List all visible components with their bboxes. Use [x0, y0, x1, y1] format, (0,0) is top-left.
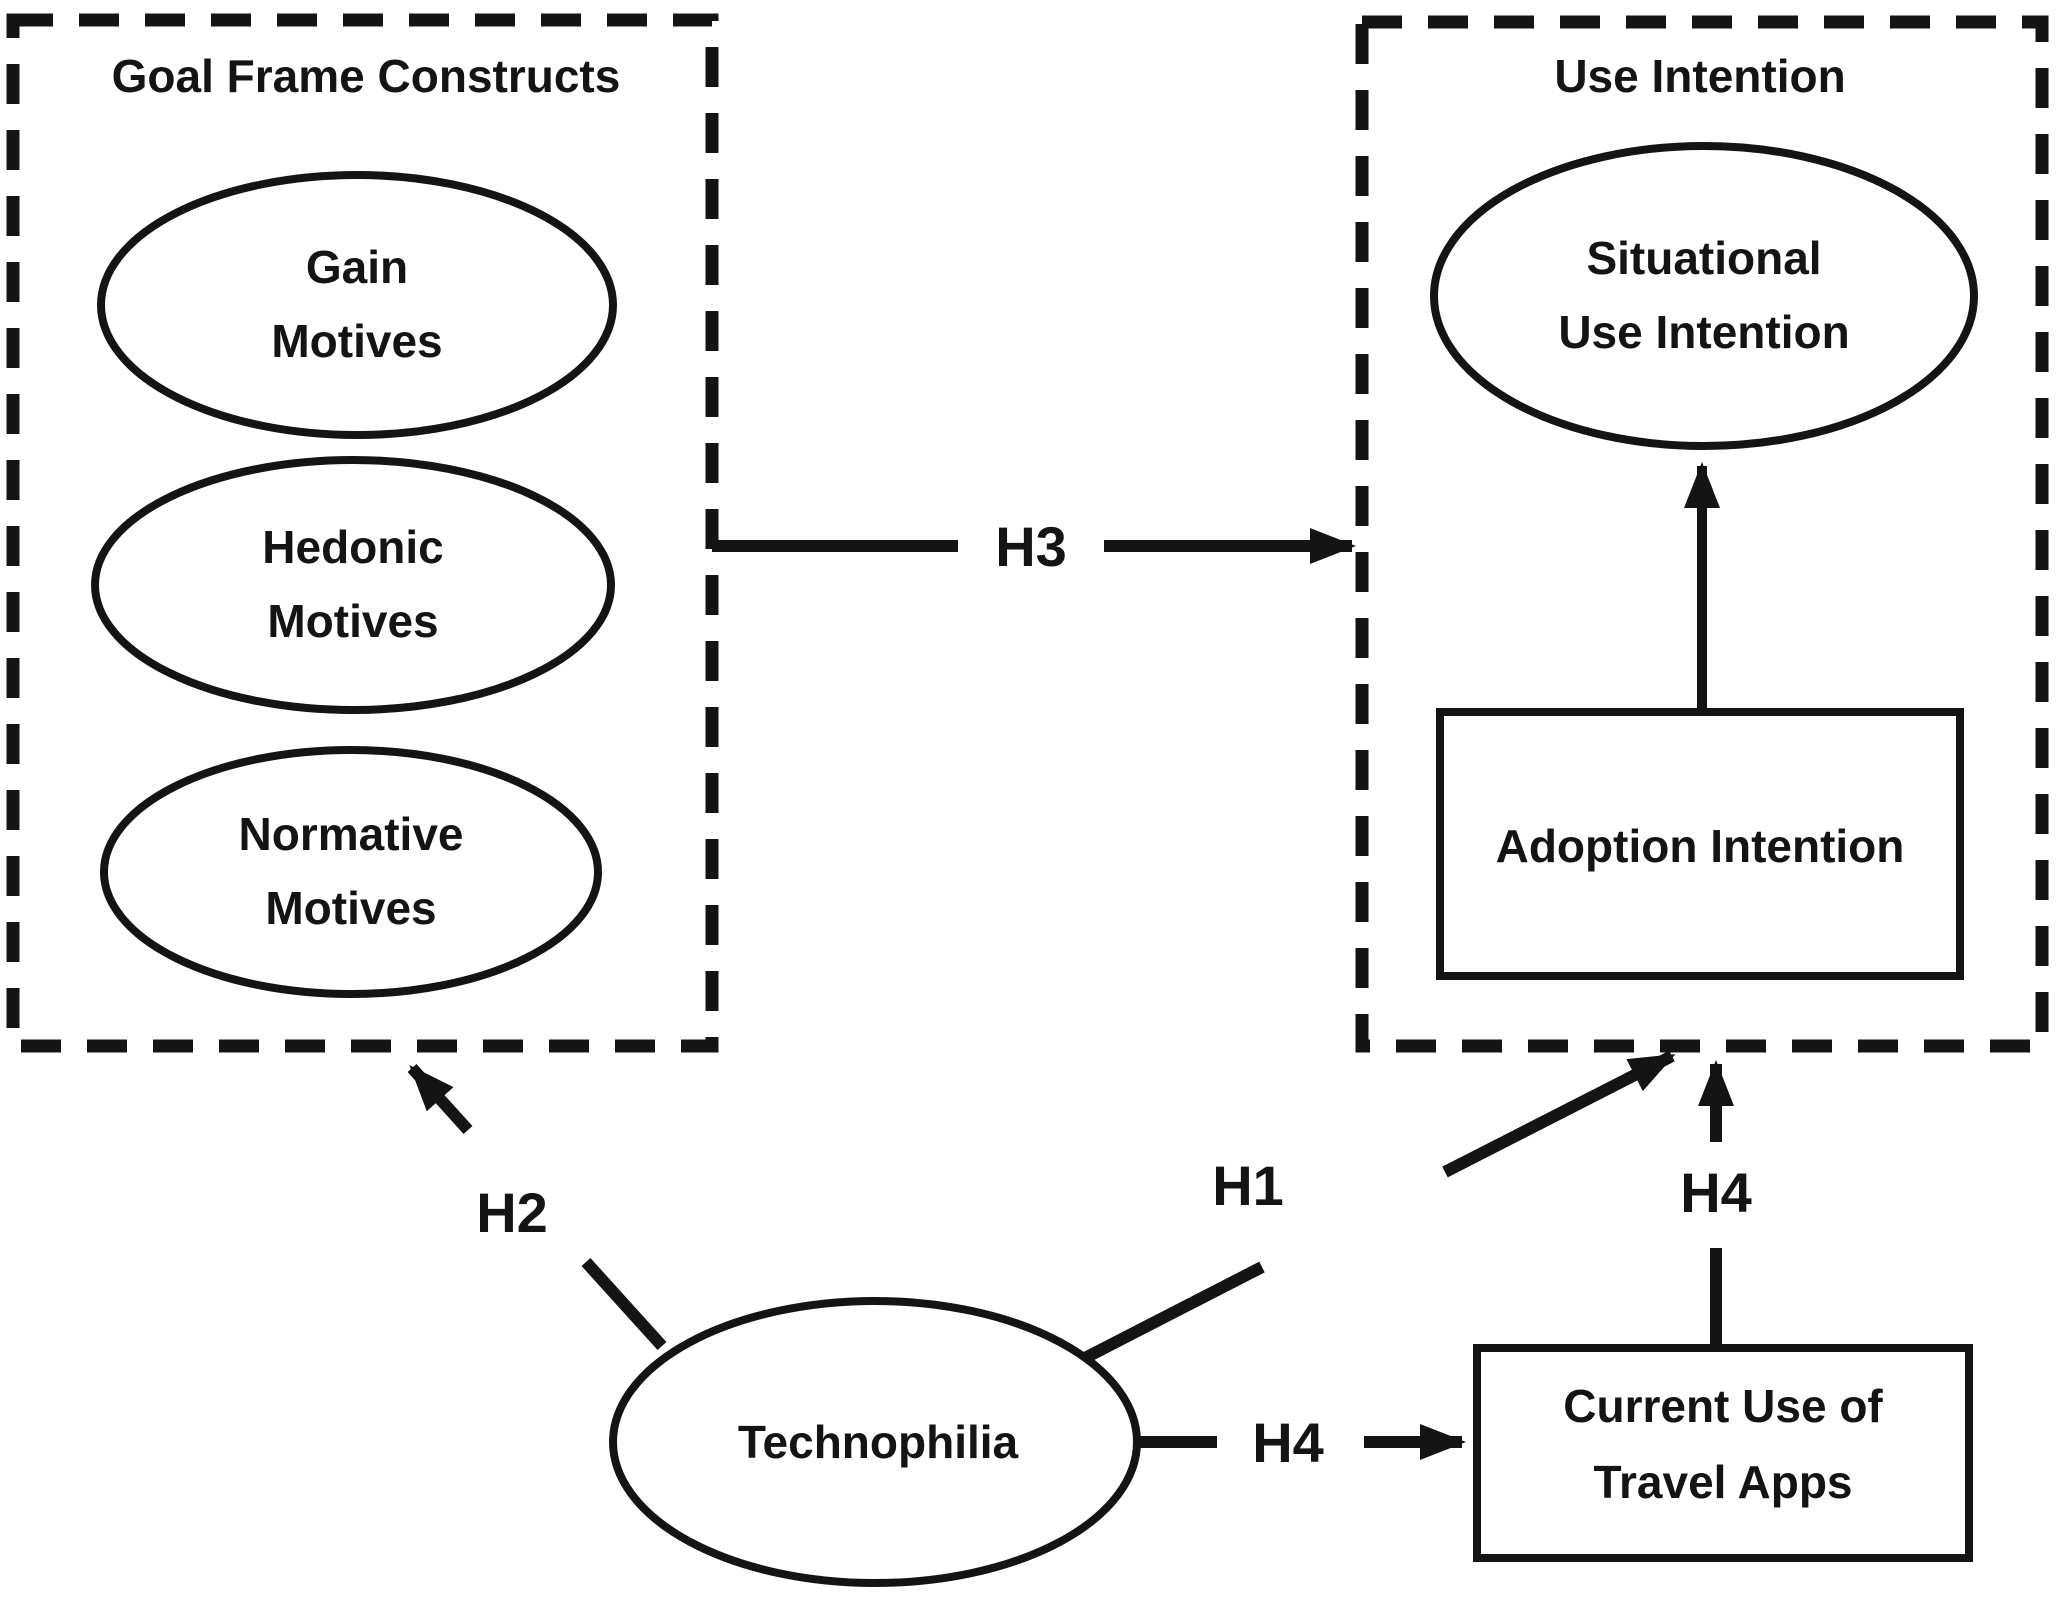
- normative-motives-label-line1: Normative: [239, 808, 464, 860]
- technophilia-label: Technophilia: [738, 1416, 1019, 1468]
- hedonic-motives-label-line2: Motives: [267, 595, 438, 647]
- h3-edge: H3: [712, 515, 1356, 578]
- h1-label: H1: [1212, 1154, 1284, 1217]
- normative-motives-label-line2: Motives: [265, 882, 436, 934]
- goal-frame-constructs-title: Goal Frame Constructs: [112, 50, 621, 102]
- situational-use-intention-node: Situational Use Intention: [1430, 142, 1978, 450]
- hedonic-motives-label-line1: Hedonic: [262, 521, 443, 573]
- goal-frame-constructs-box: [6, 13, 719, 1053]
- adoption-intention-label: Adoption Intention: [1496, 820, 1905, 872]
- h2-line-segment-lower: [581, 1257, 667, 1351]
- h2-line-segment-upper: [407, 1063, 473, 1135]
- gain-motives-label-line1: Gain: [306, 241, 408, 293]
- h1-edge: H1: [1082, 1050, 1676, 1364]
- h1-line-segment-lower: [1082, 1261, 1265, 1364]
- use-intention-title: Use Intention: [1554, 50, 1845, 102]
- adoption-intention-node: Adoption Intention: [1436, 708, 1964, 980]
- h3-label: H3: [995, 515, 1067, 578]
- gain-motives-label-line2: Motives: [271, 315, 442, 367]
- h2-edge: H2: [407, 1063, 667, 1351]
- current-use-label-line1: Current Use of: [1563, 1380, 1883, 1432]
- goal-frame-constructs-group: Goal Frame Constructs Gain Motives Hedon…: [6, 13, 719, 1053]
- normative-motives-ellipse: [100, 746, 602, 998]
- situational-use-intention-ellipse: [1430, 142, 1978, 450]
- gain-motives-ellipse: [97, 171, 617, 439]
- use-intention-group: Use Intention Situational Use Intention …: [1355, 15, 2049, 1053]
- hedonic-motives-node: Hedonic Motives: [91, 456, 615, 714]
- situational-use-intention-label-line2: Use Intention: [1558, 306, 1849, 358]
- adoption-intention-rect: [1436, 708, 1964, 980]
- gain-motives-node: Gain Motives: [97, 171, 617, 439]
- h4-mediated-label: H4: [1680, 1161, 1752, 1224]
- h1-line-segment-upper: [1442, 1050, 1676, 1178]
- current-use-label-line2: Travel Apps: [1593, 1456, 1852, 1508]
- use-intention-box: [1355, 15, 2049, 1053]
- current-use-of-travel-apps-rect: [1473, 1344, 1973, 1562]
- hedonic-motives-ellipse: [91, 456, 615, 714]
- h4-direct-edge: H4: [1137, 1411, 1466, 1474]
- situational-use-intention-label-line1: Situational: [1586, 232, 1821, 284]
- h4-mediated-edge: H4: [1680, 1060, 1752, 1348]
- normative-motives-node: Normative Motives: [100, 746, 602, 998]
- h4-direct-label: H4: [1252, 1411, 1324, 1474]
- current-use-of-travel-apps-node: Current Use of Travel Apps: [1473, 1344, 1973, 1562]
- h2-label: H2: [476, 1181, 548, 1244]
- technophilia-node: Technophilia: [609, 1297, 1141, 1587]
